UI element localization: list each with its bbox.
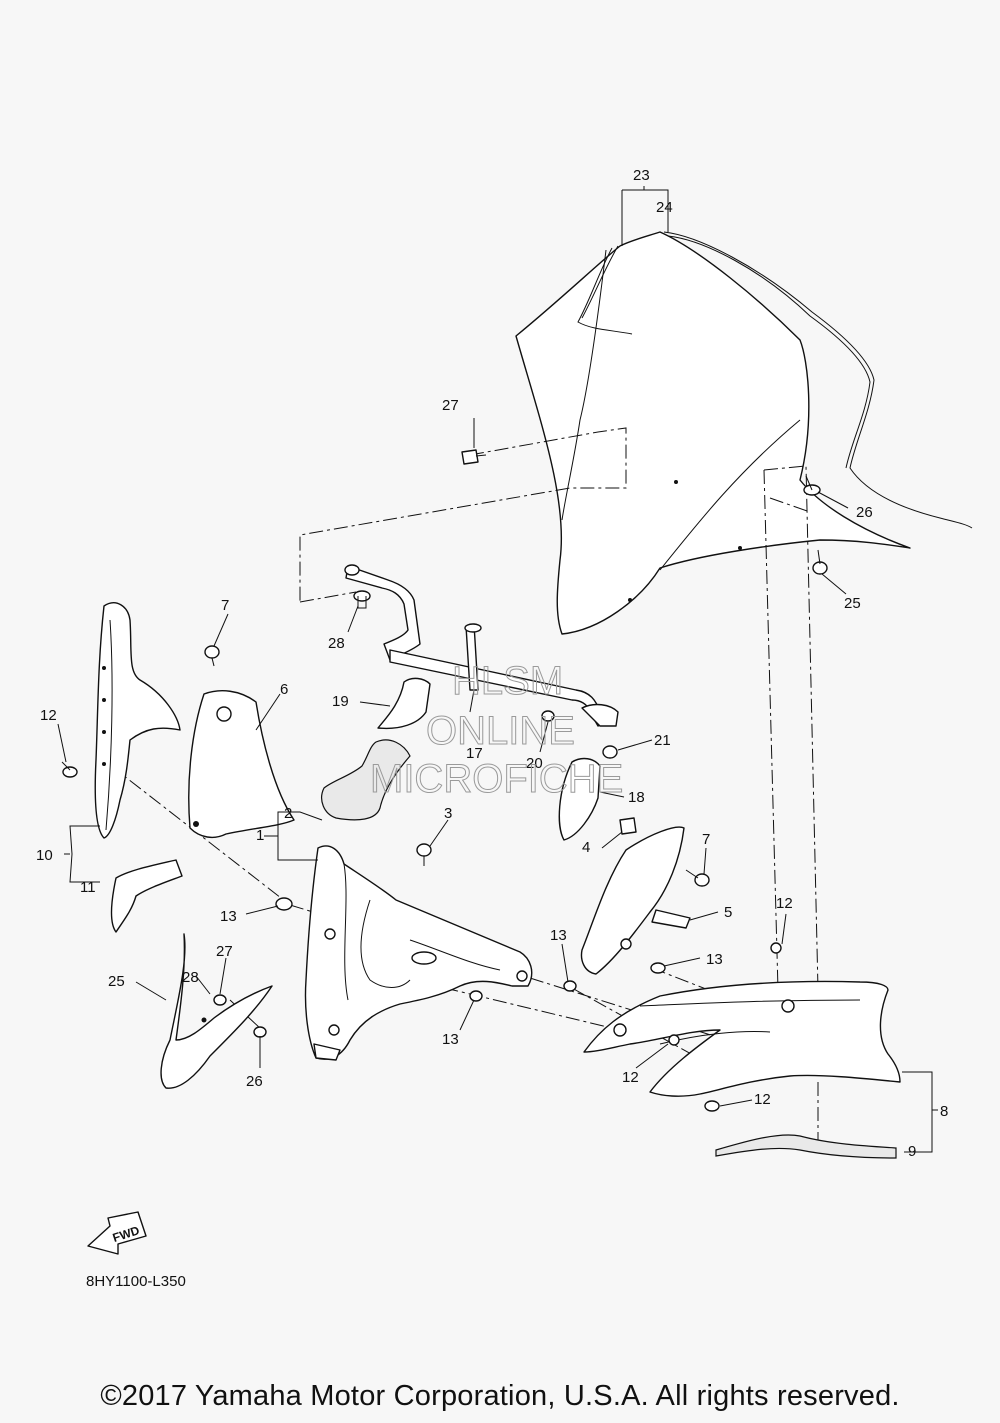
windshield: [515, 231, 973, 635]
cover-16: [377, 677, 431, 730]
callout-13-center: 13: [550, 927, 567, 944]
fasteners: [61, 449, 828, 1112]
side-panel-8: [583, 980, 901, 1097]
callout-26: 26: [246, 1073, 263, 1090]
callout-12-lower: 12: [622, 1069, 639, 1086]
callout-3: 3: [444, 805, 452, 822]
callout-9: 9: [908, 1143, 916, 1160]
callout-4: 4: [582, 839, 590, 856]
callout-5: 5: [724, 904, 732, 921]
inner-panel-6: [188, 690, 295, 839]
callout-23: 27: [442, 397, 459, 414]
callout-12-bottom: 12: [754, 1091, 771, 1108]
front-cowling: [304, 845, 533, 1061]
callout-numbers: 23 24 27 26 25 28 7 6 12 19 17 20 21 18 …: [36, 167, 948, 1160]
callout-leaders: [57, 186, 938, 1153]
cover-15: [558, 757, 601, 841]
callout-7-right: 7: [702, 831, 710, 848]
watermark-line-3: MICROFICHE: [370, 757, 623, 801]
watermark-line-1: HLSM: [452, 659, 563, 703]
callout-16: 19: [332, 693, 349, 710]
side-cover-10: [94, 602, 181, 839]
inner-panel-5: [580, 826, 685, 975]
callout-25: 25: [108, 973, 125, 990]
callout-24: 28: [328, 635, 345, 652]
callout-21: 25: [844, 595, 861, 612]
callout-11: 11: [80, 879, 96, 896]
callout-2: 2: [284, 805, 292, 822]
callout-7-upper: 7: [221, 597, 229, 614]
callout-10: 10: [36, 847, 53, 864]
callout-22: 26: [856, 504, 873, 521]
callout-28: 28: [182, 969, 199, 986]
lower-cover-25: [160, 933, 273, 1089]
callout-12-left: 12: [40, 707, 57, 724]
cover-2: [321, 739, 411, 821]
callout-27: 27: [216, 943, 233, 960]
watermark: HLSM ONLINE MICROFICHE: [370, 659, 624, 802]
trim-9: [715, 1134, 897, 1159]
callout-13-left: 13: [220, 908, 237, 925]
callout-8: 8: [940, 1103, 948, 1120]
stay-bracket: [344, 564, 619, 727]
callout-14: 17: [466, 745, 483, 762]
side-cover-11: [110, 859, 183, 933]
callout-18: 21: [654, 732, 671, 749]
reference-code: 8HY1100-L350: [86, 1273, 186, 1290]
callout-1: 1: [256, 827, 264, 844]
callout-13-lower: 13: [442, 1031, 459, 1048]
copyright-notice: ©2017 Yamaha Motor Corporation, U.S.A. A…: [100, 1380, 900, 1412]
callout-19: 23: [633, 167, 650, 184]
fwd-arrow: FWD: [87, 1211, 147, 1255]
callout-12-upper-right: 12: [776, 895, 793, 912]
callout-17: 20: [526, 755, 543, 772]
callout-15: 18: [628, 789, 645, 806]
callout-20: 24: [656, 199, 673, 216]
callout-13-right: 13: [706, 951, 723, 968]
callout-6: 6: [280, 681, 288, 698]
grommet: [216, 706, 232, 722]
watermark-line-2: ONLINE: [426, 709, 575, 753]
